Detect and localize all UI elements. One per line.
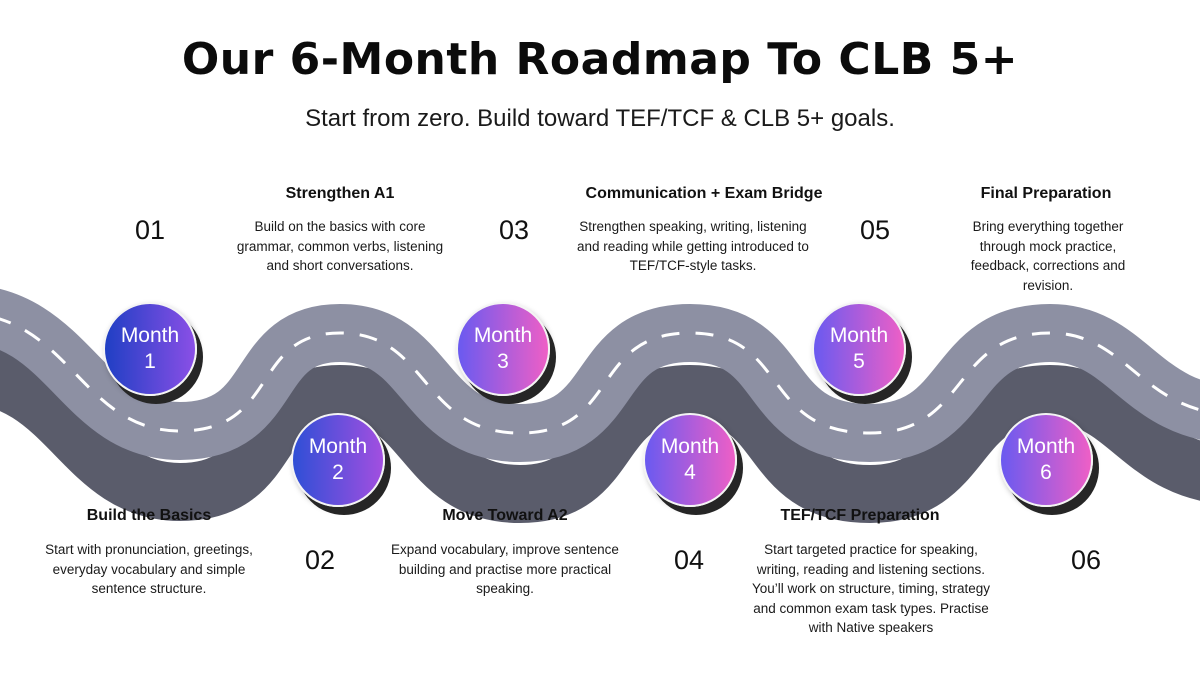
milestone-5-heading: TEF/TCF Preparation xyxy=(780,507,940,524)
step-number-06: 06 xyxy=(1070,545,1102,575)
milestone-1-heading: Build the Basics xyxy=(86,507,212,524)
month-3-circle: Month 3 xyxy=(456,302,550,396)
step-number-01: 01 xyxy=(134,215,166,245)
month-1-circle: Month 1 xyxy=(103,302,197,396)
month-1-number: 1 xyxy=(144,350,156,373)
month-3-word: Month xyxy=(473,324,533,347)
step-number-03: 03 xyxy=(498,215,530,245)
milestone-3-heading: Move Toward A2 xyxy=(442,507,568,524)
month-5-number: 5 xyxy=(853,350,865,373)
milestone-2-description: Build on the basics with core grammar, c… xyxy=(236,219,444,273)
road-shadow xyxy=(0,349,1200,524)
milestone-6-heading: Final Preparation xyxy=(980,185,1112,202)
month-6-circle: Month 6 xyxy=(999,413,1093,507)
month-5-word: Month xyxy=(829,324,889,347)
step-number-02: 02 xyxy=(304,545,336,575)
month-2-word: Month xyxy=(308,435,368,458)
month-1-word: Month xyxy=(120,324,180,347)
month-4-number: 4 xyxy=(684,461,696,484)
month-4-word: Month xyxy=(660,435,720,458)
milestone-1-description: Start with pronunciation, greetings, eve… xyxy=(45,542,253,596)
step-number-04: 04 xyxy=(673,545,705,575)
milestone-4-heading: Communication + Exam Bridge xyxy=(585,185,823,202)
month-6-number: 6 xyxy=(1040,461,1052,484)
milestone-5-description: Start targeted practice for speaking, wr… xyxy=(751,542,991,635)
road-center-dashes xyxy=(0,317,1200,435)
step-number-05: 05 xyxy=(859,215,891,245)
month-2-circle: Month 2 xyxy=(291,413,385,507)
page-title: Our 6-Month Roadmap To CLB 5+ xyxy=(181,34,1019,85)
milestone-6-description: Bring everything together through mock p… xyxy=(970,219,1126,293)
month-4-circle: Month 4 xyxy=(643,413,737,507)
month-6-word: Month xyxy=(1016,435,1076,458)
milestone-3-description: Expand vocabulary, improve sentence buil… xyxy=(391,542,619,596)
month-2-number: 2 xyxy=(332,461,344,484)
month-5-circle: Month 5 xyxy=(812,302,906,396)
milestone-4-description: Strengthen speaking, writing, listening … xyxy=(577,219,809,273)
page-subtitle: Start from zero. Build toward TEF/TCF & … xyxy=(305,105,895,132)
milestone-2-heading: Strengthen A1 xyxy=(285,185,395,202)
month-3-number: 3 xyxy=(497,350,509,373)
